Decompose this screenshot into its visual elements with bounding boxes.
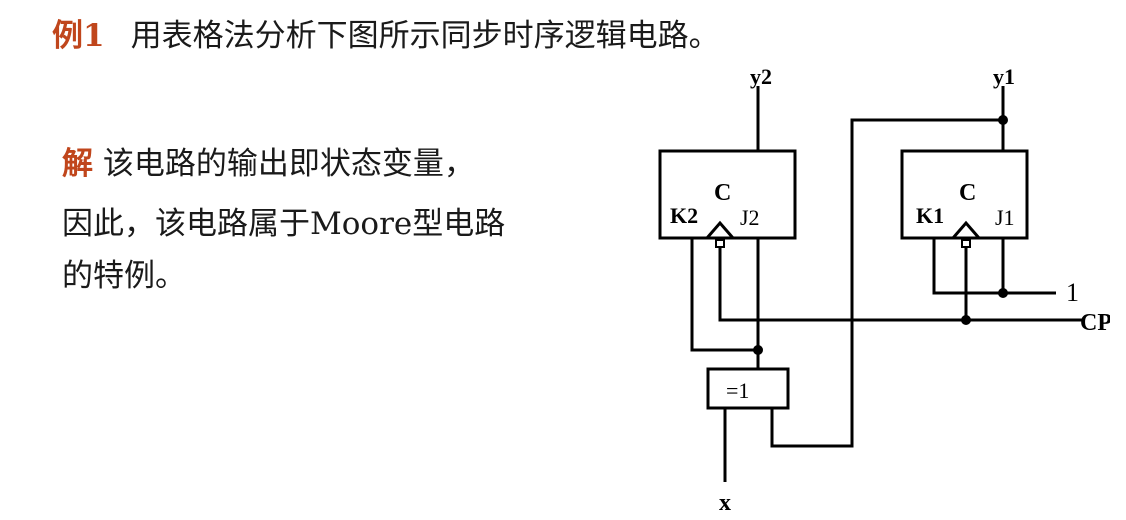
xor-label: =1: [726, 378, 749, 403]
junction-y1: [998, 115, 1008, 125]
ff2-j-label: J2: [740, 205, 760, 230]
solution-line-2: 因此，该电路属于Moore型电路: [62, 206, 506, 242]
solution-line-1: 解 该电路的输出即状态变量，: [62, 138, 475, 183]
wire-q1-feedback: [770, 118, 1003, 448]
label-input-one: 1: [1066, 278, 1079, 307]
label-y2: y2: [750, 64, 772, 89]
label-cp: CP: [1080, 310, 1110, 336]
example-label: 例1: [52, 18, 105, 54]
label-x: x: [719, 490, 731, 516]
ff1-clock-pin: [961, 239, 971, 248]
circuit-diagram: y2 y1 C K2 J2 C K1 J1 =1 1 CP x: [658, 64, 1110, 516]
wire-cp-bus: [718, 244, 1082, 322]
ff2-c-label: C: [714, 180, 731, 206]
xor-gate: [706, 367, 790, 410]
ff2-k-label: K2: [670, 203, 698, 228]
label-y1: y1: [993, 64, 1015, 89]
ff1-clock-triangle: [951, 220, 981, 239]
wire-one-bus: [932, 238, 1056, 295]
ff1-c-label: C: [959, 180, 976, 206]
ff1-j-label: J1: [995, 205, 1015, 230]
solution-line-3: 的特例。: [62, 258, 186, 294]
junction-j1: [998, 288, 1008, 298]
jk-flipflop-2: [658, 149, 797, 240]
jk-flipflop-1: [900, 149, 1029, 240]
wire-k2: [690, 238, 758, 352]
junction-k2: [753, 345, 763, 355]
junction-cp: [961, 315, 971, 325]
solution-text-1: 该电路的输出即状态变量，: [102, 146, 475, 182]
solution-label: 解: [62, 146, 93, 182]
ff1-k-label: K1: [916, 203, 944, 228]
ff2-clock-triangle: [705, 220, 735, 239]
example-title: 例1 用表格法分析下图所示同步时序逻辑电路。: [52, 10, 720, 55]
example-text: 用表格法分析下图所示同步时序逻辑电路。: [130, 18, 720, 54]
ff2-clock-pin: [715, 239, 725, 248]
